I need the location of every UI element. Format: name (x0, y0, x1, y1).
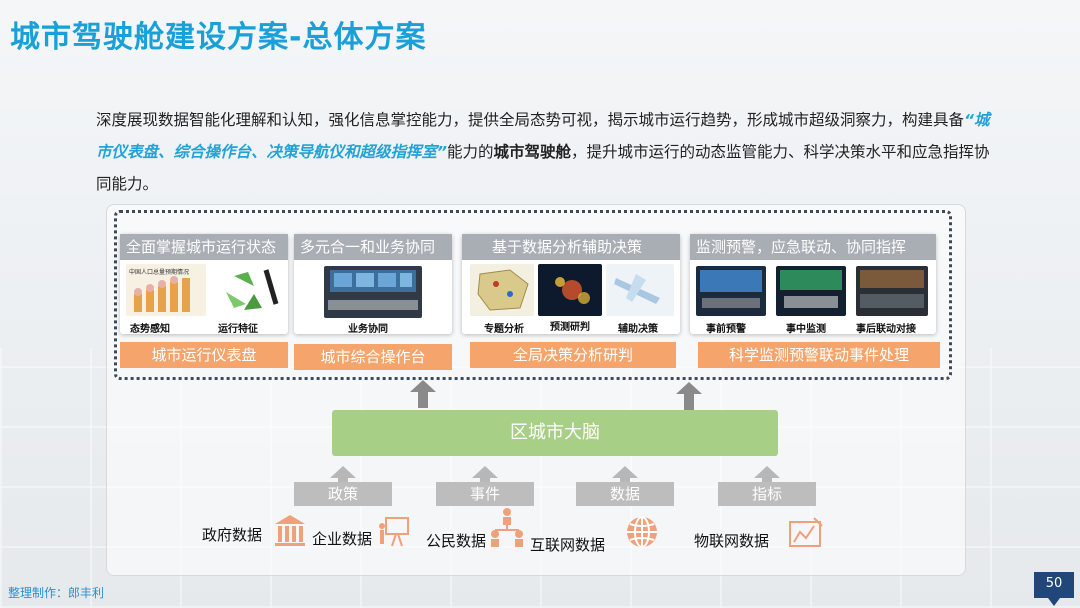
intro-text-3: ，提升城市运行的动态监管能力、科学决策水平和应急指挥协同能力。 (96, 143, 990, 193)
arrow-up-icon (754, 466, 780, 484)
label-global-analysis: 全局决策分析研判 (470, 342, 676, 368)
bar-chart-image: 中国人口总量预期情况 (126, 264, 206, 316)
label-forecast: 预测研判 (550, 322, 590, 333)
capability-dotted-box (114, 210, 952, 380)
label-city-dashboard: 城市运行仪表盘 (120, 342, 288, 368)
source-citizen: 公民数据 (426, 532, 487, 550)
input-event: 事件 (436, 482, 534, 506)
monitoring-room-image (776, 266, 846, 316)
intro-highlight: “城市仪表盘、综合操作台、决策导航仪和超级指挥室” (96, 111, 990, 161)
card-title: 监测预警，应急联动、协同指挥 (690, 234, 936, 260)
linkage-room-image (856, 266, 928, 316)
warning-room-image (696, 266, 766, 316)
monitor-wall-icon (780, 270, 842, 308)
monitor-wall-icon (700, 270, 762, 308)
source-government: 政府数据 (202, 526, 263, 544)
map-image (470, 264, 534, 316)
arrow-up-icon (612, 466, 638, 484)
source-iot: 物联网数据 (694, 532, 770, 550)
label-pre-warning: 事前预警 (706, 324, 746, 335)
people-network-icon (491, 508, 523, 547)
card-title: 基于数据分析辅助决策 (462, 234, 680, 260)
label-scientific-warning: 科学监测预警联动事件处理 (698, 342, 940, 368)
input-policy: 政策 (294, 482, 392, 506)
arrow-up-icon (410, 380, 436, 408)
label-post-linkage: 事后联动对接 (856, 324, 916, 335)
card-city-status: 全面掌握城市运行状态 中国人口总量预期情况 态势感知 运行特征 (120, 234, 288, 335)
arrow-up-icon (472, 466, 498, 484)
intro-paragraph: 深度展现数据智能化理解和认知，强化信息掌控能力，提供全局态势可视，揭示城市运行趋… (96, 104, 996, 200)
intro-bold: 城市驾驶舱 (493, 143, 572, 161)
navigation-image (606, 264, 674, 316)
control-room-icon (328, 270, 418, 310)
label-features: 运行特征 (218, 324, 258, 335)
monitor-wall-icon (860, 270, 924, 308)
source-internet: 互联网数据 (530, 536, 606, 554)
card-title: 全面掌握城市运行状态 (120, 234, 288, 260)
label-topic-analysis: 专题分析 (484, 324, 524, 335)
map-icon (477, 269, 529, 311)
page-title: 城市驾驶舱建设方案-总体方案 (10, 20, 427, 55)
intro-text-2: 能力的 (446, 143, 494, 161)
label-decision: 辅助决策 (618, 324, 658, 335)
label-situation: 态势感知 (130, 324, 170, 335)
presentation-board-icon (379, 517, 409, 547)
input-data: 数据 (576, 482, 674, 506)
recycle-icon (226, 269, 279, 310)
heat-map-image (538, 264, 602, 316)
label-city-console: 城市综合操作台 (294, 344, 452, 370)
intro-text-1: 深度展现数据智能化理解和认知，强化信息掌控能力，提供全局态势可视，揭示城市运行趋… (96, 111, 965, 129)
globe-icon (627, 516, 657, 548)
label-coordination: 业务协同 (348, 324, 388, 335)
iot-device-icon (789, 517, 823, 547)
label-mid-monitoring: 事中监测 (786, 324, 826, 335)
city-brain-block: 区城市大脑 (332, 410, 778, 456)
arrow-up-icon (676, 382, 702, 410)
arrow-up-icon (330, 466, 356, 484)
bar-chart-icon: 中国人口总量预期情况 (129, 268, 190, 312)
svg-text:中国人口总量预期情况: 中国人口总量预期情况 (129, 268, 189, 276)
recycle-image (214, 264, 282, 316)
card-business-coordination: 多元合一和业务协同 业务协同 (294, 234, 452, 335)
card-decision-support: 基于数据分析辅助决策 专题分析 预测研判 辅助决策 (462, 234, 680, 335)
government-building-icon (275, 515, 305, 546)
source-enterprise: 企业数据 (312, 530, 373, 548)
input-indicator: 指标 (718, 482, 816, 506)
card-monitoring-warning: 监测预警，应急联动、协同指挥 事前预警 事中监测 事后联动对接 (690, 234, 936, 335)
page-number: 50 (1034, 572, 1074, 606)
heat-map-icon (555, 277, 590, 304)
control-room-image (324, 266, 422, 318)
footer-credit: 整理制作：郎丰利 (8, 586, 105, 600)
card-title: 多元合一和业务协同 (294, 234, 452, 260)
airplane-icon (614, 274, 660, 304)
